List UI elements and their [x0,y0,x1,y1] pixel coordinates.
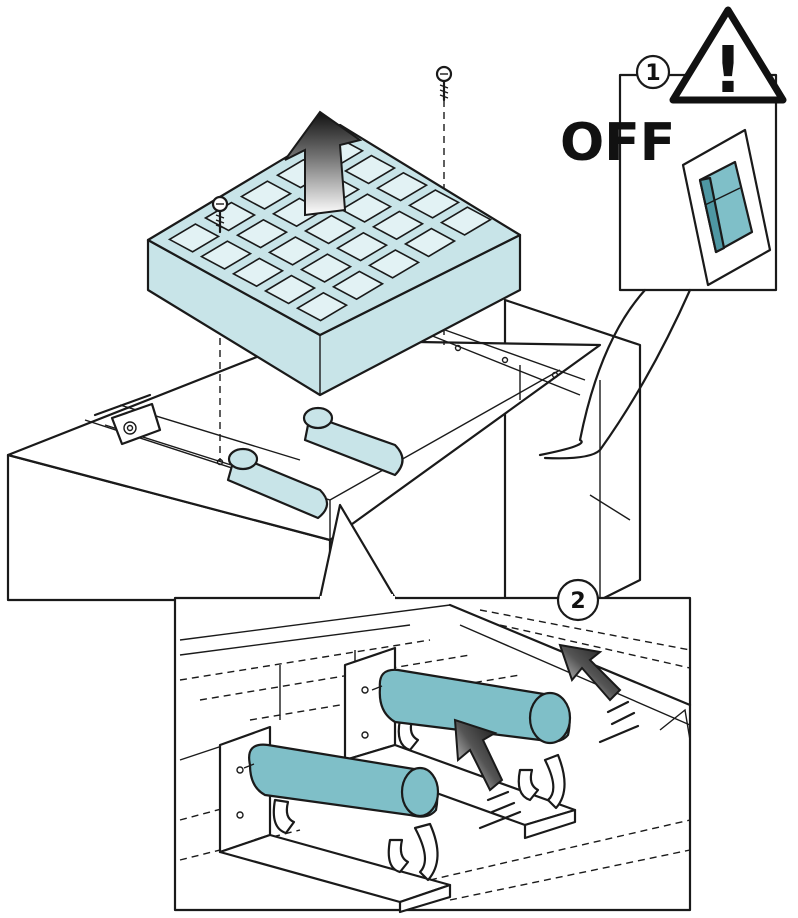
power-switch-icon [681,128,772,287]
filter-cell [231,257,285,288]
push-arrow-icon [558,643,640,744]
filter-cell [199,240,253,270]
hood-cylinder-front [226,447,329,520]
filter-cell [263,274,317,305]
lift-arrow-icon [284,110,363,217]
filter-cell [299,253,353,283]
step-1-badge [635,54,671,90]
bracket-back [343,646,577,840]
filter-cell [295,291,349,322]
filter-cylinder-back [371,668,572,745]
filter-cell [371,210,425,241]
hood-body [6,100,642,602]
step-2-number: 2 [570,589,585,614]
hood-cylinder-back [302,406,404,477]
step-2-badge [556,578,600,622]
filter-cell [439,206,493,236]
filter-cell [375,171,429,202]
filter-cell [239,180,293,210]
filter-cell [343,154,397,185]
filter-cell [167,223,221,253]
step-1-number: 1 [645,61,660,86]
warning-symbol: ! [713,34,742,108]
bracket-front [218,725,452,914]
filter-cell [235,218,289,249]
filter-cell [303,214,357,245]
filter-cell [339,193,393,223]
switch-callout: 1 ! OFF [538,6,787,460]
screw-icon [211,195,229,234]
detail-callout: 2 [173,503,692,914]
mount-plate [110,402,162,446]
screw-icon [435,65,453,102]
filter-cell [403,227,457,258]
push-arrow-icon [453,718,522,830]
warning-triangle-icon: ! [669,6,787,108]
filter-cell [367,249,421,279]
filter-cell [331,270,385,301]
filter-cylinder-front [243,743,440,818]
off-label: OFF [560,113,675,173]
filter-cell [407,189,461,219]
filter-cell [267,236,321,266]
filter-cell [335,231,389,262]
